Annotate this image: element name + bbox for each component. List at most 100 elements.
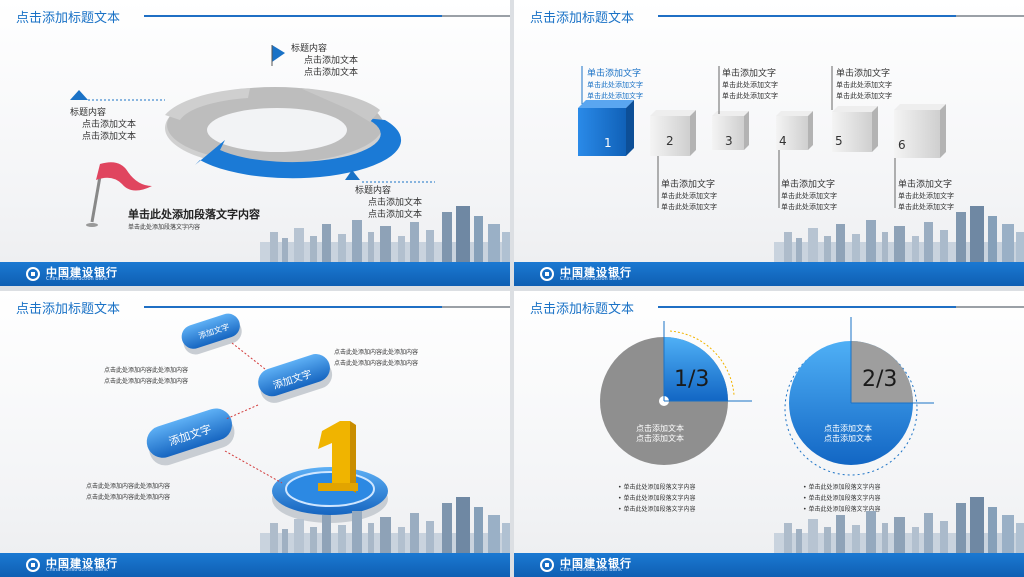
bank-name-en: China Construction Bank [560,276,622,282]
city-skyline [774,497,1024,553]
pie-2-bullet-2: • 单击此处添加段落文字内容 [803,495,881,502]
footer-bar: 中国建设银行 China Construction Bank [0,553,510,577]
cube-6 [894,104,946,158]
title-rule-gray [442,306,510,308]
bank-name-en: China Construction Bank [46,276,108,282]
pill-2 [258,354,333,403]
pie-2-bullet-1: • 单击此处添加段落文字内容 [803,484,881,491]
top-label-2-line1: 单击此处添加文字 [722,81,778,89]
pie-2-bullet-3: • 单击此处添加段落文字内容 [803,506,881,513]
slide-title: 点击添加标题文本 [530,11,635,26]
marker-right [345,170,360,180]
slide-4[interactable]: 点击添加标题文本 1/3 2/3 点击添加文本 点击添加文本 点击添加文本 点击… [514,291,1024,577]
title-rule [144,15,442,17]
text-a-line1: 点击此处添加内容此处添加内容 [104,367,189,374]
pie-1-line1: 点击添加文本 [636,424,684,433]
footer-bar: 中国建设银行 China Construction Bank [0,262,510,286]
top-label-3-heading: 单击添加文字 [836,69,891,79]
cube-5-number: 5 [835,134,843,148]
bottom-label-2-line1: 单击此处添加文字 [781,192,837,200]
cube-6-number: 6 [898,138,906,152]
title-rule [658,306,956,308]
bank-name-cn: 中国建设银行 [46,266,118,279]
pie-2 [784,317,934,476]
cube-3 [712,111,749,150]
text-c-line1: 点击此处添加内容此处添加内容 [86,483,171,490]
title-rule-gray [956,306,1024,308]
sub-text: 单击此处添加段落文字内容 [128,224,201,231]
pie-2-line1: 点击添加文本 [824,424,872,433]
pill-3 [146,408,235,466]
slide-title: 点击添加标题文本 [530,302,635,317]
right-label-heading: 标题内容 [355,186,392,196]
bank-logo-icon [26,267,40,281]
slide-1[interactable]: 点击添加标题文本 标题内容 点击添加文本 点击添加文本 标题内容 点击添加文本 … [0,0,510,286]
right-label-line1: 点击添加文本 [368,198,423,208]
top-label-1-heading: 单击添加文字 [587,69,642,79]
marker-left [70,90,88,100]
city-skyline [260,497,510,553]
red-flag-icon [96,162,152,191]
top-label-3-line1: 单击此处添加文字 [836,81,892,89]
cube-2-number: 2 [666,134,674,148]
top-label-heading: 标题内容 [291,44,328,54]
pie-2-fraction: 2/3 [862,367,898,392]
top-label-3-line2: 单击此处添加文字 [836,92,892,100]
pill-1 [181,313,242,355]
pie-1-bullet-3: • 单击此处添加段落文字内容 [618,506,696,513]
bottom-label-1-line2: 单击此处添加文字 [661,203,717,211]
pie-1 [600,321,752,465]
left-label-line2: 点击添加文本 [82,132,137,142]
bottom-label-3-heading: 单击添加文字 [898,180,953,190]
bank-name-cn: 中国建设银行 [560,266,632,279]
cube-3-number: 3 [725,134,733,148]
cube-steps [578,66,946,208]
text-b-line2: 点击此处添加内容此处添加内容 [334,360,419,367]
cycle-arrow-blue [195,118,402,179]
bottom-label-3-line2: 单击此处添加文字 [898,203,954,211]
main-text: 单击此处添加段落文字内容 [128,208,260,221]
city-skyline [260,206,510,262]
cube-5 [832,106,878,152]
bank-name-cn: 中国建设银行 [46,557,118,570]
bank-logo-icon [540,267,554,281]
footer-bar: 中国建设银行 China Construction Bank [514,262,1024,286]
right-label-line2: 点击添加文本 [368,210,423,220]
fraction-pies [600,317,934,476]
footer-bar: 中国建设银行 China Construction Bank [514,553,1024,577]
slide-3[interactable]: 点击添加标题文本 添加文字 添加 [0,291,510,577]
text-b-line1: 点击此处添加内容此处添加内容 [334,349,419,356]
top-label-line1: 点击添加文本 [304,56,359,66]
bank-logo-icon [540,558,554,572]
bank-name-en: China Construction Bank [46,567,108,573]
title-rule-gray [956,15,1024,17]
bank-name-cn: 中国建设银行 [560,557,632,570]
pie-2-line2: 点击添加文本 [824,434,872,443]
top-label-line2: 点击添加文本 [304,68,359,78]
pie-1-line2: 点击添加文本 [636,434,684,443]
text-c-line2: 点击此处添加内容此处添加内容 [86,494,171,501]
title-rule-gray [442,15,510,17]
top-label-1-line2: 单击此处添加文字 [587,92,643,100]
title-rule [144,306,442,308]
pie-1-fraction: 1/3 [674,367,710,392]
bottom-label-1-line1: 单击此处添加文字 [661,192,717,200]
bank-name-en: China Construction Bank [560,567,622,573]
top-label-2-line2: 单击此处添加文字 [722,92,778,100]
slide-2[interactable]: 点击添加标题文本 [514,0,1024,286]
top-label-2-heading: 单击添加文字 [722,69,777,79]
left-label-heading: 标题内容 [70,108,107,118]
city-skyline [774,206,1024,262]
bottom-label-2-line2: 单击此处添加文字 [781,203,837,211]
number-one-icon [318,421,358,493]
pie-1-bullet-2: • 单击此处添加段落文字内容 [618,495,696,502]
cycle-diagram [70,45,435,227]
bottom-label-3-line1: 单击此处添加文字 [898,192,954,200]
title-rule [658,15,956,17]
cube-4-number: 4 [779,134,787,148]
bottom-label-2-heading: 单击添加文字 [781,180,836,190]
slide-title: 点击添加标题文本 [16,11,121,26]
top-label-1-line1: 单击此处添加文字 [587,81,643,89]
slide-title: 点击添加标题文本 [16,302,121,317]
cube-2 [650,110,696,156]
